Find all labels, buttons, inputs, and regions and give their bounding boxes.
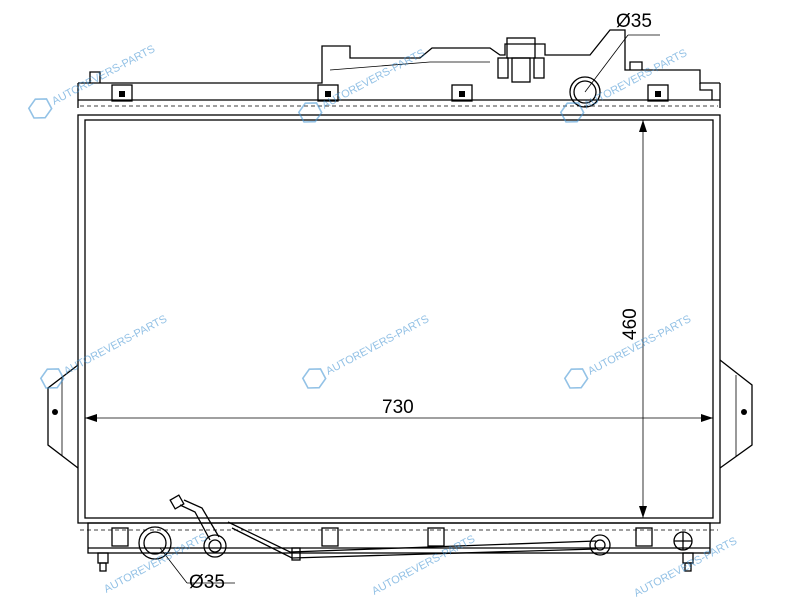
- top-inlet-port: [569, 34, 660, 108]
- watermark-text: AUTOREVERS-PARTS: [582, 47, 689, 112]
- bottom-port-diameter-label: Ø35: [189, 572, 225, 593]
- watermark-9: AUTOREVERS-PARTS: [632, 535, 739, 600]
- watermark-text: AUTOREVERS-PARTS: [50, 43, 157, 108]
- top-tank: [77, 29, 721, 108]
- watermark-5: AUTOREVERS-PARTS: [301, 313, 431, 389]
- height-dimension: [639, 120, 647, 518]
- width-dimension: [85, 414, 713, 422]
- watermark-text: AUTOREVERS-PARTS: [370, 533, 477, 598]
- height-dimension-label: 460: [620, 308, 641, 340]
- watermark-text: AUTOREVERS-PARTS: [320, 47, 427, 112]
- watermark-text: AUTOREVERS-PARTS: [324, 313, 431, 378]
- bottom-tank: [80, 522, 718, 572]
- right-bracket: [719, 359, 753, 469]
- bottom-outlet-port: [138, 526, 235, 584]
- top-port-diameter-label: Ø35: [616, 11, 652, 32]
- watermark-text: AUTOREVERS-PARTS: [632, 535, 739, 600]
- transmission-cooler-lines: [169, 494, 611, 561]
- width-dimension-label: 730: [382, 397, 414, 418]
- watermark-8: AUTOREVERS-PARTS: [370, 533, 477, 598]
- watermark-1: AUTOREVERS-PARTS: [27, 43, 157, 119]
- watermark-2: AUTOREVERS-PARTS: [297, 47, 427, 123]
